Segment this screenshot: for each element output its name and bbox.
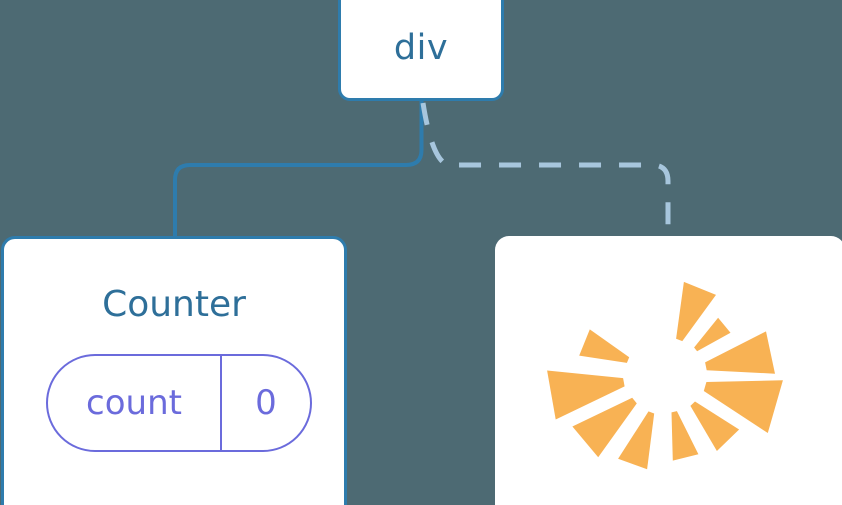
spinner-spoke-1	[676, 281, 716, 342]
spinner-spoke-2	[694, 317, 731, 352]
spinner-spoke-3	[705, 331, 775, 374]
node-counter-label: Counter	[102, 284, 246, 325]
spinner-icon	[547, 281, 783, 470]
spinner-spoke-9	[547, 370, 625, 420]
spinner-spoke-4	[703, 380, 783, 433]
spinner-spoke-5	[690, 401, 740, 451]
spinner-spoke-6	[671, 411, 699, 461]
node-div[interactable]: div	[338, 0, 504, 101]
spinner-spoke-7	[618, 411, 655, 470]
connector-root-to-spinner	[420, 102, 671, 236]
state-value: 0	[255, 383, 277, 423]
spinner-spoke-10	[579, 329, 630, 363]
spinner-spoke-8	[572, 397, 637, 458]
connector-root-to-counter	[173, 99, 424, 238]
node-spinner[interactable]	[495, 236, 842, 505]
node-div-label: div	[393, 28, 449, 68]
state-key: count	[48, 356, 222, 450]
node-counter[interactable]: Counter count 0	[1, 236, 347, 505]
state-capsule[interactable]: count 0	[46, 354, 312, 452]
